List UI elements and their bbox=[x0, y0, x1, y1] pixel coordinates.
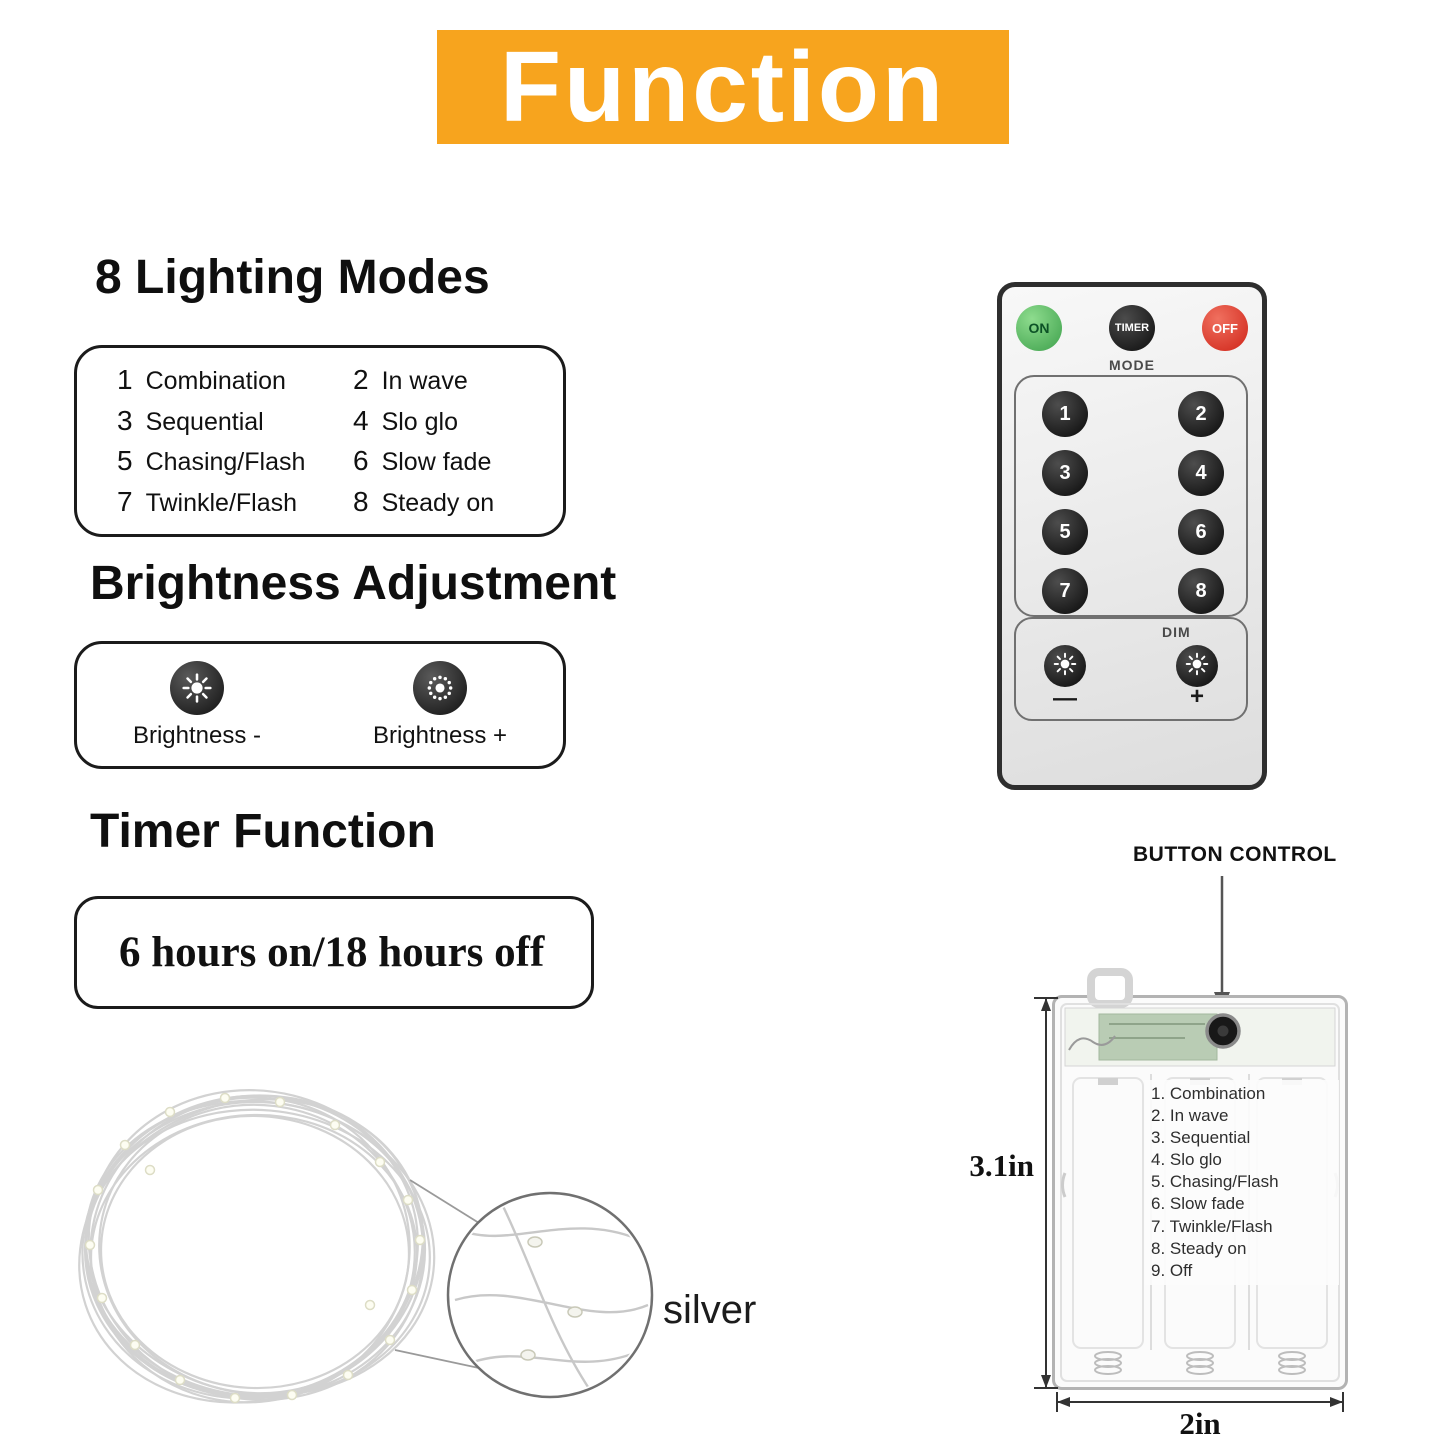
button-control-label: BUTTON CONTROL bbox=[1133, 843, 1337, 866]
led-dots bbox=[84, 1092, 426, 1404]
mode-label: Sequential bbox=[145, 407, 264, 436]
mode-item: 8 Steady on bbox=[353, 486, 553, 518]
remote-mode-button-3: 3 bbox=[1042, 450, 1088, 496]
battery-mode-item: 1. Combination bbox=[1151, 1084, 1266, 1103]
mode-item: 6 Slow fade bbox=[353, 445, 553, 477]
mode-number: 1 bbox=[117, 364, 133, 395]
remote-power-row: ON TIMER OFF bbox=[1016, 305, 1248, 351]
mode-label: Steady on bbox=[381, 488, 495, 517]
remote-timer-button: TIMER bbox=[1109, 305, 1155, 351]
timer-text: 6 hours on/18 hours off bbox=[119, 929, 545, 976]
mode-number: 2 bbox=[353, 364, 369, 395]
function-banner: Function bbox=[437, 30, 1009, 144]
battery-mode-item: 7. Twinkle/Flash bbox=[1151, 1216, 1273, 1236]
dim-decrease-button bbox=[1044, 645, 1086, 687]
mode-label: Slo glo bbox=[381, 407, 459, 436]
mode-label: Slow fade bbox=[381, 448, 492, 477]
remote-mode-label: MODE bbox=[1109, 357, 1155, 373]
battery-modes-list: 1. Combination 2. In wave 3. Sequential … bbox=[1145, 1080, 1339, 1285]
battery-mode-item: 6. Slow fade bbox=[1151, 1194, 1245, 1214]
brightness-plus-item: Brightness + bbox=[372, 660, 508, 750]
remote-dim-label: DIM bbox=[1162, 624, 1191, 640]
battery-mode-item: 9. Off bbox=[1151, 1260, 1193, 1280]
brightness-box: Brightness - Brightness + bbox=[74, 641, 566, 769]
mode-item: 3 Sequential bbox=[117, 405, 353, 437]
mode-item: 5 Chasing/Flash bbox=[117, 445, 353, 477]
page-title: Function bbox=[499, 31, 947, 143]
battery-mode-item: 4. Slo glo bbox=[1151, 1150, 1222, 1170]
mode-number: 7 bbox=[117, 485, 133, 517]
dim-increase-button bbox=[1176, 645, 1218, 687]
mode-item: 4 Slo glo bbox=[353, 405, 553, 437]
remote-dim-panel: DIM bbox=[1014, 617, 1248, 721]
battery-mode-item: 3. Sequential bbox=[1151, 1128, 1251, 1148]
battery-mode-item: 8. Steady on bbox=[1151, 1238, 1247, 1258]
battery-mode-item: 2. In wave bbox=[1151, 1106, 1229, 1126]
dim-minus-symbol: — bbox=[1053, 685, 1077, 712]
button-control-arrow bbox=[1214, 876, 1230, 1012]
battery-mode-item: 5. Chasing/Flash bbox=[1151, 1172, 1279, 1192]
dim-sun-icon bbox=[1184, 651, 1210, 682]
mode-label: In wave bbox=[381, 367, 468, 395]
brightness-heading: Brightness Adjustment bbox=[90, 557, 617, 610]
remote-mode-button-8: 8 bbox=[1178, 568, 1224, 614]
brightness-minus-label: Brightness - bbox=[132, 721, 262, 749]
mode-item: 7 Twinkle/Flash bbox=[117, 486, 353, 518]
lighting-modes-heading: 8 Lighting Modes bbox=[95, 251, 490, 304]
brightness-plus-icon bbox=[412, 660, 467, 715]
height-dimension-line bbox=[1034, 997, 1058, 1389]
mode-item: 1 Combination bbox=[117, 364, 353, 396]
magnifier-circle bbox=[446, 1191, 654, 1399]
mode-number: 3 bbox=[117, 404, 133, 436]
mode-item: 2 In wave bbox=[353, 364, 553, 396]
height-dimension-label: 3.1in bbox=[969, 1148, 1034, 1183]
brightness-plus-label: Brightness + bbox=[372, 721, 508, 749]
mode-number: 4 bbox=[353, 404, 369, 436]
remote-mode-button-4: 4 bbox=[1178, 450, 1224, 496]
mode-number: 6 bbox=[353, 445, 369, 477]
remote-on-button: ON bbox=[1016, 305, 1062, 351]
string-lights-photo bbox=[78, 1089, 654, 1404]
battery-box: 1. Combination 2. In wave 3. Sequential … bbox=[1052, 968, 1348, 1390]
mode-number: 5 bbox=[117, 445, 133, 477]
width-dimension-line bbox=[1056, 1392, 1344, 1412]
width-dimension-label: 2in bbox=[1179, 1406, 1221, 1441]
battery-box-internals bbox=[1060, 1003, 1340, 1382]
remote-mode-panel: 1 2 3 4 5 6 7 8 bbox=[1014, 375, 1248, 617]
dim-plus-symbol: + bbox=[1189, 683, 1204, 710]
lighting-modes-box: 1 Combination 2 In wave 3 Sequential 4 S… bbox=[74, 345, 566, 537]
brightness-minus-icon bbox=[169, 660, 224, 715]
mode-label: Chasing/Flash bbox=[145, 448, 306, 477]
remote-mode-button-7: 7 bbox=[1042, 568, 1088, 614]
remote-mode-button-6: 6 bbox=[1178, 509, 1224, 555]
coil-graphic bbox=[78, 1089, 436, 1404]
mode-number: 8 bbox=[353, 485, 369, 517]
remote-mode-button-1: 1 bbox=[1042, 391, 1088, 437]
mode-label: Combination bbox=[145, 367, 286, 395]
mode-label: Twinkle/Flash bbox=[145, 488, 298, 517]
dim-sun-icon bbox=[1052, 651, 1078, 682]
remote-control: ON TIMER OFF MODE 1 2 3 4 5 6 7 8 DIM bbox=[997, 282, 1267, 790]
remote-mode-button-5: 5 bbox=[1042, 509, 1088, 555]
magnifier-leader-lines bbox=[394, 1179, 480, 1369]
timer-heading: Timer Function bbox=[90, 805, 436, 858]
remote-mode-button-2: 2 bbox=[1178, 391, 1224, 437]
remote-off-button: OFF bbox=[1202, 305, 1248, 351]
timer-box: 6 hours on/18 hours off bbox=[74, 896, 594, 1009]
brightness-minus-item: Brightness - bbox=[132, 660, 262, 750]
wire-color-caption: silver bbox=[663, 1288, 757, 1332]
